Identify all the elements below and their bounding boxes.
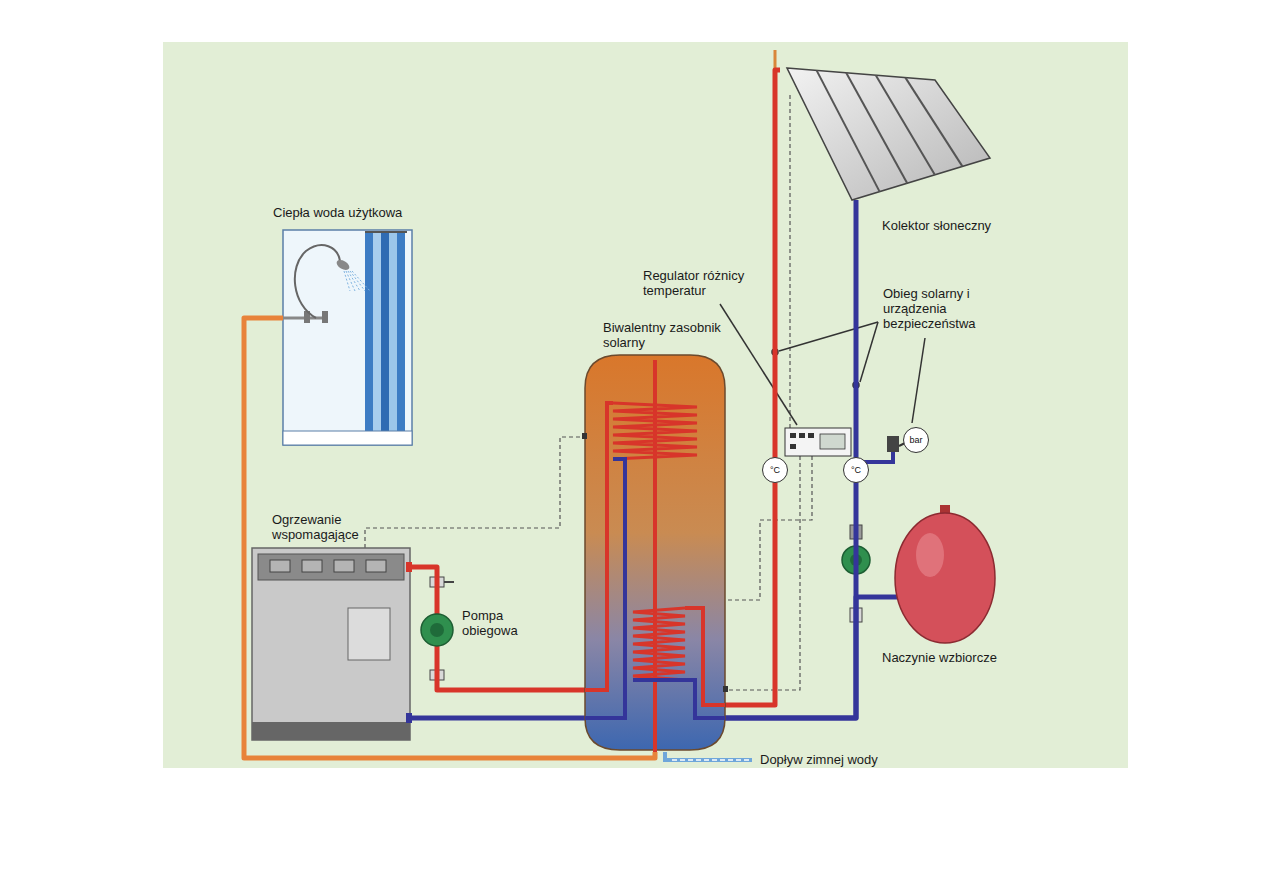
water-spray	[348, 271, 360, 291]
pipe-stub	[270, 316, 283, 321]
lower-coil	[633, 608, 685, 680]
component-shape	[585, 318, 725, 752]
page-ground	[163, 42, 1128, 768]
controller-key	[790, 444, 796, 449]
cold-water-pipe	[665, 752, 752, 760]
valve-handle	[444, 581, 454, 583]
component-label: Ciepła woda użytkowa	[273, 205, 402, 220]
gauge-stems	[775, 436, 905, 484]
shower-curtain	[389, 232, 397, 432]
tap-handle	[322, 311, 328, 323]
collector-divider	[846, 73, 907, 183]
component-node: Pompa obiegowa	[418, 598, 549, 662]
controller-key	[799, 433, 805, 438]
pump-symbol	[421, 614, 453, 646]
component-shape	[780, 62, 1012, 240]
panel-button	[270, 560, 290, 572]
component-node: Naczynie wzbiorcze	[878, 505, 1012, 670]
component-shape	[878, 505, 1012, 670]
sensor-pocket	[723, 686, 728, 692]
gauge-unit: °C	[762, 457, 788, 483]
pipe-connector	[412, 716, 585, 721]
sensor-wire	[789, 92, 790, 428]
water-spray	[352, 271, 370, 291]
collector-divider	[876, 75, 935, 175]
vessel-highlight	[916, 533, 944, 577]
pipe-connector	[725, 240, 856, 718]
pipe-connector	[412, 567, 437, 598]
collector-panel	[787, 68, 990, 200]
expansion-vessel	[895, 513, 995, 643]
coil-return	[585, 459, 625, 718]
panel-button	[334, 560, 354, 572]
water-spray	[350, 271, 365, 291]
controller-key	[808, 433, 814, 438]
callout-label: Obieg solarny i urządzenia bezpieczeństw…	[883, 286, 995, 331]
pipe-stub	[854, 200, 859, 240]
cold-water-dash	[672, 759, 750, 761]
upper-coil	[613, 403, 697, 459]
panel-button	[366, 560, 386, 572]
cold-water-inlet	[665, 752, 752, 760]
pump-rotor	[430, 623, 444, 637]
component-node: Ogrzewanie wspomagające	[250, 508, 412, 742]
controller-key	[790, 433, 796, 438]
sensor-wire	[727, 456, 812, 600]
pipe-connector	[725, 70, 780, 705]
collector-divider	[905, 78, 962, 167]
pipe-connector	[725, 597, 878, 718]
water-spray	[344, 271, 350, 291]
leader-line	[720, 304, 797, 425]
component-label: Ogrzewanie wspomagające	[272, 512, 382, 542]
shower-curtain	[381, 232, 389, 432]
shower-curtain	[373, 232, 381, 432]
callout-label: Regulator różnicy temperatur	[643, 268, 768, 298]
pipe-stub	[406, 562, 412, 572]
component-shape	[270, 205, 416, 447]
shower-curtain	[397, 232, 405, 432]
shower-enclosure	[283, 230, 412, 445]
boiler-panel	[258, 554, 404, 580]
component-node: Biwalentny zasobnik solarny	[585, 318, 725, 752]
boiler-base	[252, 722, 410, 740]
component-label: Naczynie wzbiorcze	[882, 650, 997, 665]
shower-tray	[283, 431, 412, 445]
coil-inlet	[685, 608, 725, 705]
coil-return	[633, 680, 725, 718]
gauge-unit: bar	[903, 427, 929, 453]
pipe-connector	[437, 662, 585, 690]
curtain-rail	[365, 231, 407, 233]
pipe-stub	[406, 713, 412, 723]
component-label: Kolektor słoneczny	[882, 218, 991, 233]
safety-valve-symbol	[887, 436, 899, 452]
controller-device	[785, 428, 851, 456]
water-spray	[346, 271, 355, 291]
component-label: Biwalentny zasobnik solarny	[603, 320, 721, 350]
component-node: Ciepła woda użytkowa	[270, 205, 416, 447]
shower-head	[335, 258, 351, 272]
sensor-pocket	[582, 433, 587, 439]
component-shape	[250, 508, 412, 742]
sensor-wire	[727, 456, 800, 690]
leader-line	[779, 322, 878, 351]
component-node: Kolektor słoneczny	[780, 62, 1012, 240]
controller-display	[820, 434, 845, 449]
coil-inlet	[585, 403, 613, 690]
callout-label: Dopływ zimnej wody	[760, 752, 878, 767]
controller-box	[785, 428, 851, 456]
boiler-body	[252, 548, 410, 740]
draw-off-pipe	[653, 360, 657, 752]
shower-curtain	[365, 232, 373, 432]
panel-button	[302, 560, 322, 572]
collector-divider	[817, 70, 880, 191]
sensor-wire	[365, 437, 585, 548]
gauge-unit: °C	[843, 457, 869, 483]
leader-line	[912, 338, 925, 423]
shower-hose	[295, 245, 340, 318]
boiler-door	[348, 608, 390, 660]
leader-line	[860, 322, 878, 382]
component-label: Pompa obiegowa	[462, 608, 546, 638]
